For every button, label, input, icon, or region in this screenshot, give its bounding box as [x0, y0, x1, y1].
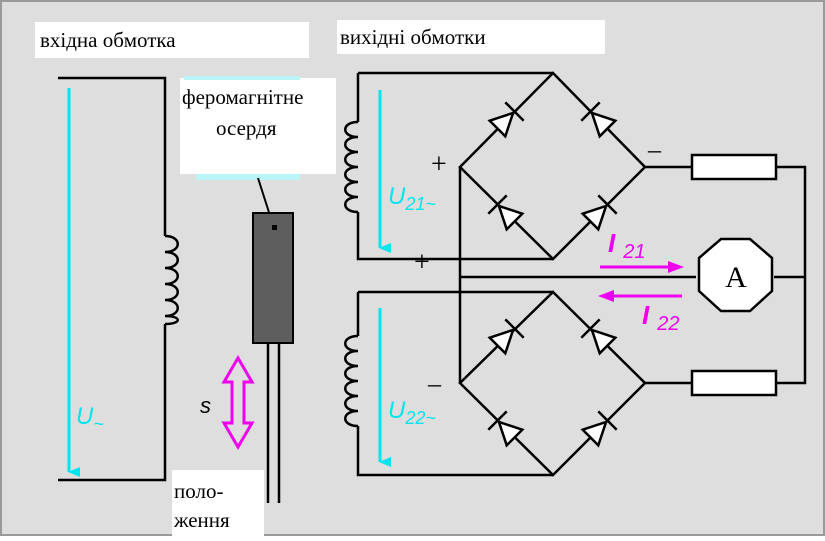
core-pointer-dot [272, 225, 277, 230]
diode-upper-1 [487, 101, 525, 139]
output-windings-label: вихідні обмотки [340, 25, 486, 49]
bridge-rectifier-lower [458, 290, 647, 477]
i21-arrow [600, 261, 684, 273]
bridge-rectifier-upper [458, 71, 647, 261]
input-winding-label-box [35, 22, 309, 58]
core-label-line2: осердя [216, 116, 277, 140]
output-windings-label-box [337, 20, 605, 54]
displacement-label: s [200, 393, 211, 418]
connection-wires [458, 165, 807, 385]
u22-label: U22~ [388, 397, 436, 428]
core-label-box [180, 78, 336, 174]
polarity-plus-upper: + [431, 149, 447, 180]
diode-lower-3 [487, 410, 525, 448]
position-label-box [172, 470, 264, 536]
position-label-line1: поло- [174, 479, 223, 503]
input-winding-label: вхідна обмотка [40, 28, 176, 52]
displacement-arrow [221, 355, 255, 450]
diode-upper-2 [580, 101, 618, 139]
u21-label: U21~ [388, 183, 436, 214]
u-input-label: U~ [76, 403, 104, 434]
resistor-upper [690, 153, 778, 181]
polarity-minus-upper: – [647, 135, 662, 164]
resistor-lower [690, 369, 778, 397]
polarity-minus-lower: – [427, 369, 442, 398]
i22-arrow [598, 290, 682, 302]
ammeter [697, 237, 774, 313]
diode-lower-1 [487, 318, 525, 356]
diode-upper-3 [487, 194, 525, 232]
core-label-line1: феромагнітне [182, 85, 303, 109]
core-plunger [252, 212, 294, 344]
ammeter-label: A [725, 261, 747, 294]
diode-lower-2 [580, 318, 618, 356]
output-winding-upper [344, 71, 553, 261]
output-winding-lower [344, 290, 553, 477]
diode-lower-4 [580, 410, 618, 448]
polarity-plus-lower: + [414, 247, 430, 278]
diode-upper-4 [580, 194, 618, 232]
core-highlight-bottom [196, 174, 300, 180]
position-label-line2: ження [173, 508, 230, 532]
input-winding [58, 76, 179, 482]
core-highlight-top [184, 76, 300, 80]
